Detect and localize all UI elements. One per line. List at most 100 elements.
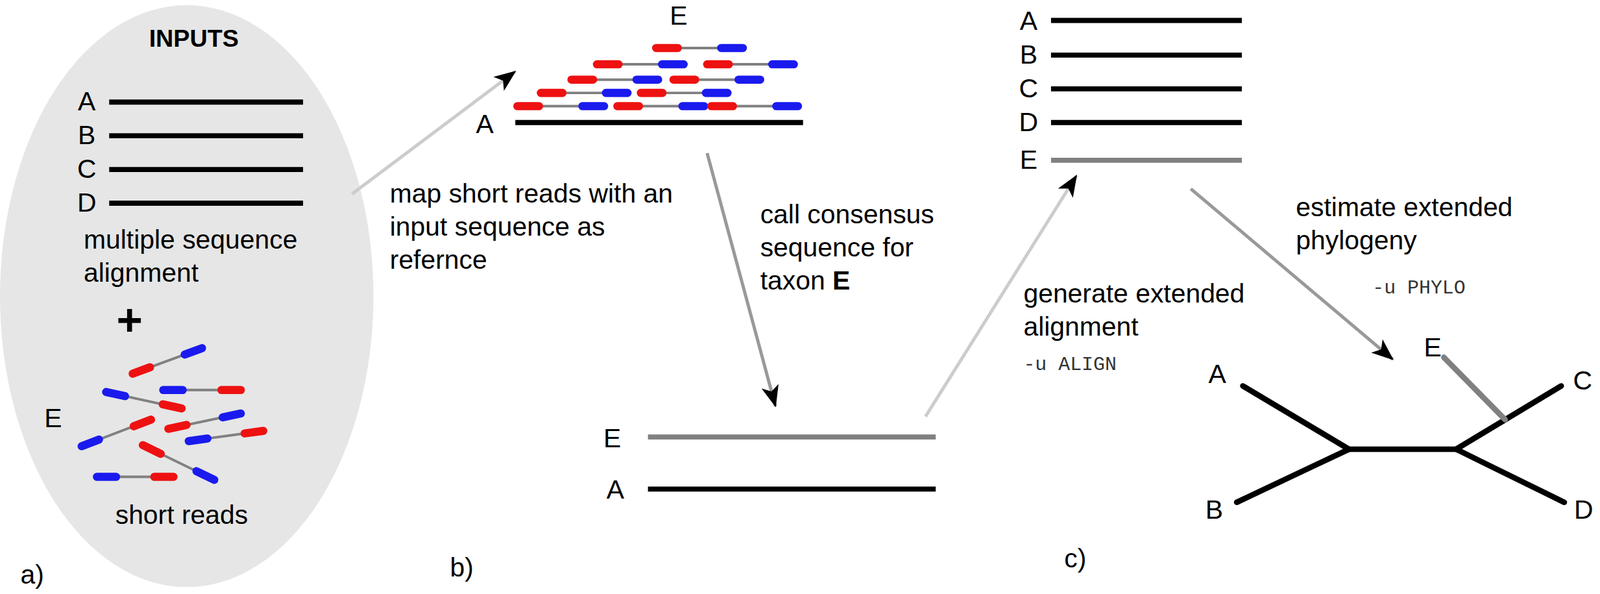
reference-line [515, 120, 804, 126]
node-text: multiple sequence alignment [83, 223, 352, 290]
node-text: E [44, 401, 62, 435]
consensus-line [648, 434, 937, 440]
command-option: -u PHYLO [1372, 276, 1466, 301]
read-end [132, 367, 150, 374]
sequence-line [1051, 86, 1242, 92]
short-read [596, 63, 684, 65]
read-end [133, 419, 152, 426]
read-end [738, 75, 760, 84]
node-text: B [77, 119, 96, 153]
panel-label: a) [20, 557, 44, 592]
read-end [705, 88, 728, 98]
tree-branch [1443, 356, 1505, 420]
sequence-line [1051, 157, 1242, 163]
phylogeny-tree [1236, 356, 1565, 502]
read-end [517, 101, 539, 111]
read-end [582, 101, 605, 111]
read-link [132, 347, 202, 374]
short-read [106, 391, 182, 409]
read-end [661, 60, 684, 69]
tree-branch [1348, 446, 1456, 453]
node-text: E [669, 0, 688, 34]
sequence-line [109, 99, 304, 105]
read-end [142, 445, 161, 454]
read-end [541, 88, 563, 98]
read-link [617, 105, 704, 108]
tree-branch [1455, 448, 1565, 503]
short-read [571, 79, 659, 81]
short-read [163, 389, 242, 391]
read-end [721, 44, 743, 53]
command-option: -u ALIGN [1023, 352, 1116, 377]
read-end [655, 44, 678, 53]
read-end [196, 471, 215, 480]
node-text: + [116, 291, 143, 348]
read-link [142, 445, 215, 480]
node-text: B [1019, 38, 1038, 72]
step-label: call consensus sequence for taxon E [760, 197, 980, 298]
sequence-line [109, 166, 304, 172]
stage-group: EA [596, 413, 950, 510]
read-link [711, 105, 799, 108]
sequence-line [1051, 18, 1242, 24]
read-end [221, 385, 241, 394]
short-read [142, 445, 215, 480]
node-text: C [1019, 72, 1039, 106]
short-read [641, 92, 728, 94]
input-alignment [109, 101, 304, 204]
read-link [596, 62, 684, 66]
short-read [711, 105, 799, 108]
short-read [707, 63, 795, 65]
node-text: D [1574, 493, 1594, 527]
read-end [772, 60, 794, 69]
read-end [673, 75, 695, 84]
short-read [96, 476, 174, 478]
ellipse-outline [0, 5, 374, 587]
short-read [655, 47, 743, 49]
ellipse-fill [0, 5, 374, 587]
read-end [571, 75, 594, 84]
node-text: short reads [115, 498, 248, 533]
read-end [606, 88, 628, 98]
node-text: C [77, 153, 97, 187]
stage-group: EA [464, 0, 817, 138]
short-read [617, 105, 704, 108]
process-arrow [352, 71, 516, 194]
panel-label: c) [1064, 541, 1087, 575]
read-link [571, 78, 659, 82]
read-link [517, 105, 605, 108]
read-end [154, 472, 174, 481]
step-label: map short reads with an input sequence a… [389, 177, 697, 277]
read-end [96, 472, 116, 481]
reference-line [648, 485, 937, 492]
short-read [541, 92, 629, 94]
read-end [162, 404, 182, 409]
read-link [673, 78, 761, 82]
read-end [707, 60, 729, 69]
read-end [596, 60, 619, 69]
step-label: generate extended alignment [1023, 277, 1289, 344]
tree-branch [1236, 448, 1349, 503]
read-end [636, 75, 658, 84]
stage-group: ABCDE [1199, 331, 1599, 531]
node-text: E [603, 422, 621, 456]
sequence-line [1051, 52, 1242, 58]
read-link [188, 430, 264, 442]
label-part: E [832, 265, 850, 296]
read-end [168, 424, 187, 429]
read-end [775, 101, 798, 111]
read-end [163, 385, 183, 394]
read-link [163, 388, 242, 392]
panel-label: b) [450, 550, 474, 584]
read-link [168, 413, 241, 429]
read-end [711, 101, 733, 111]
tree-branch [1243, 385, 1350, 449]
read-link [106, 391, 182, 409]
read-link [707, 62, 795, 66]
node-text: D [1019, 105, 1039, 139]
short-read [673, 79, 761, 81]
node-text: A [606, 472, 625, 507]
node-text: INPUTS [149, 23, 239, 54]
